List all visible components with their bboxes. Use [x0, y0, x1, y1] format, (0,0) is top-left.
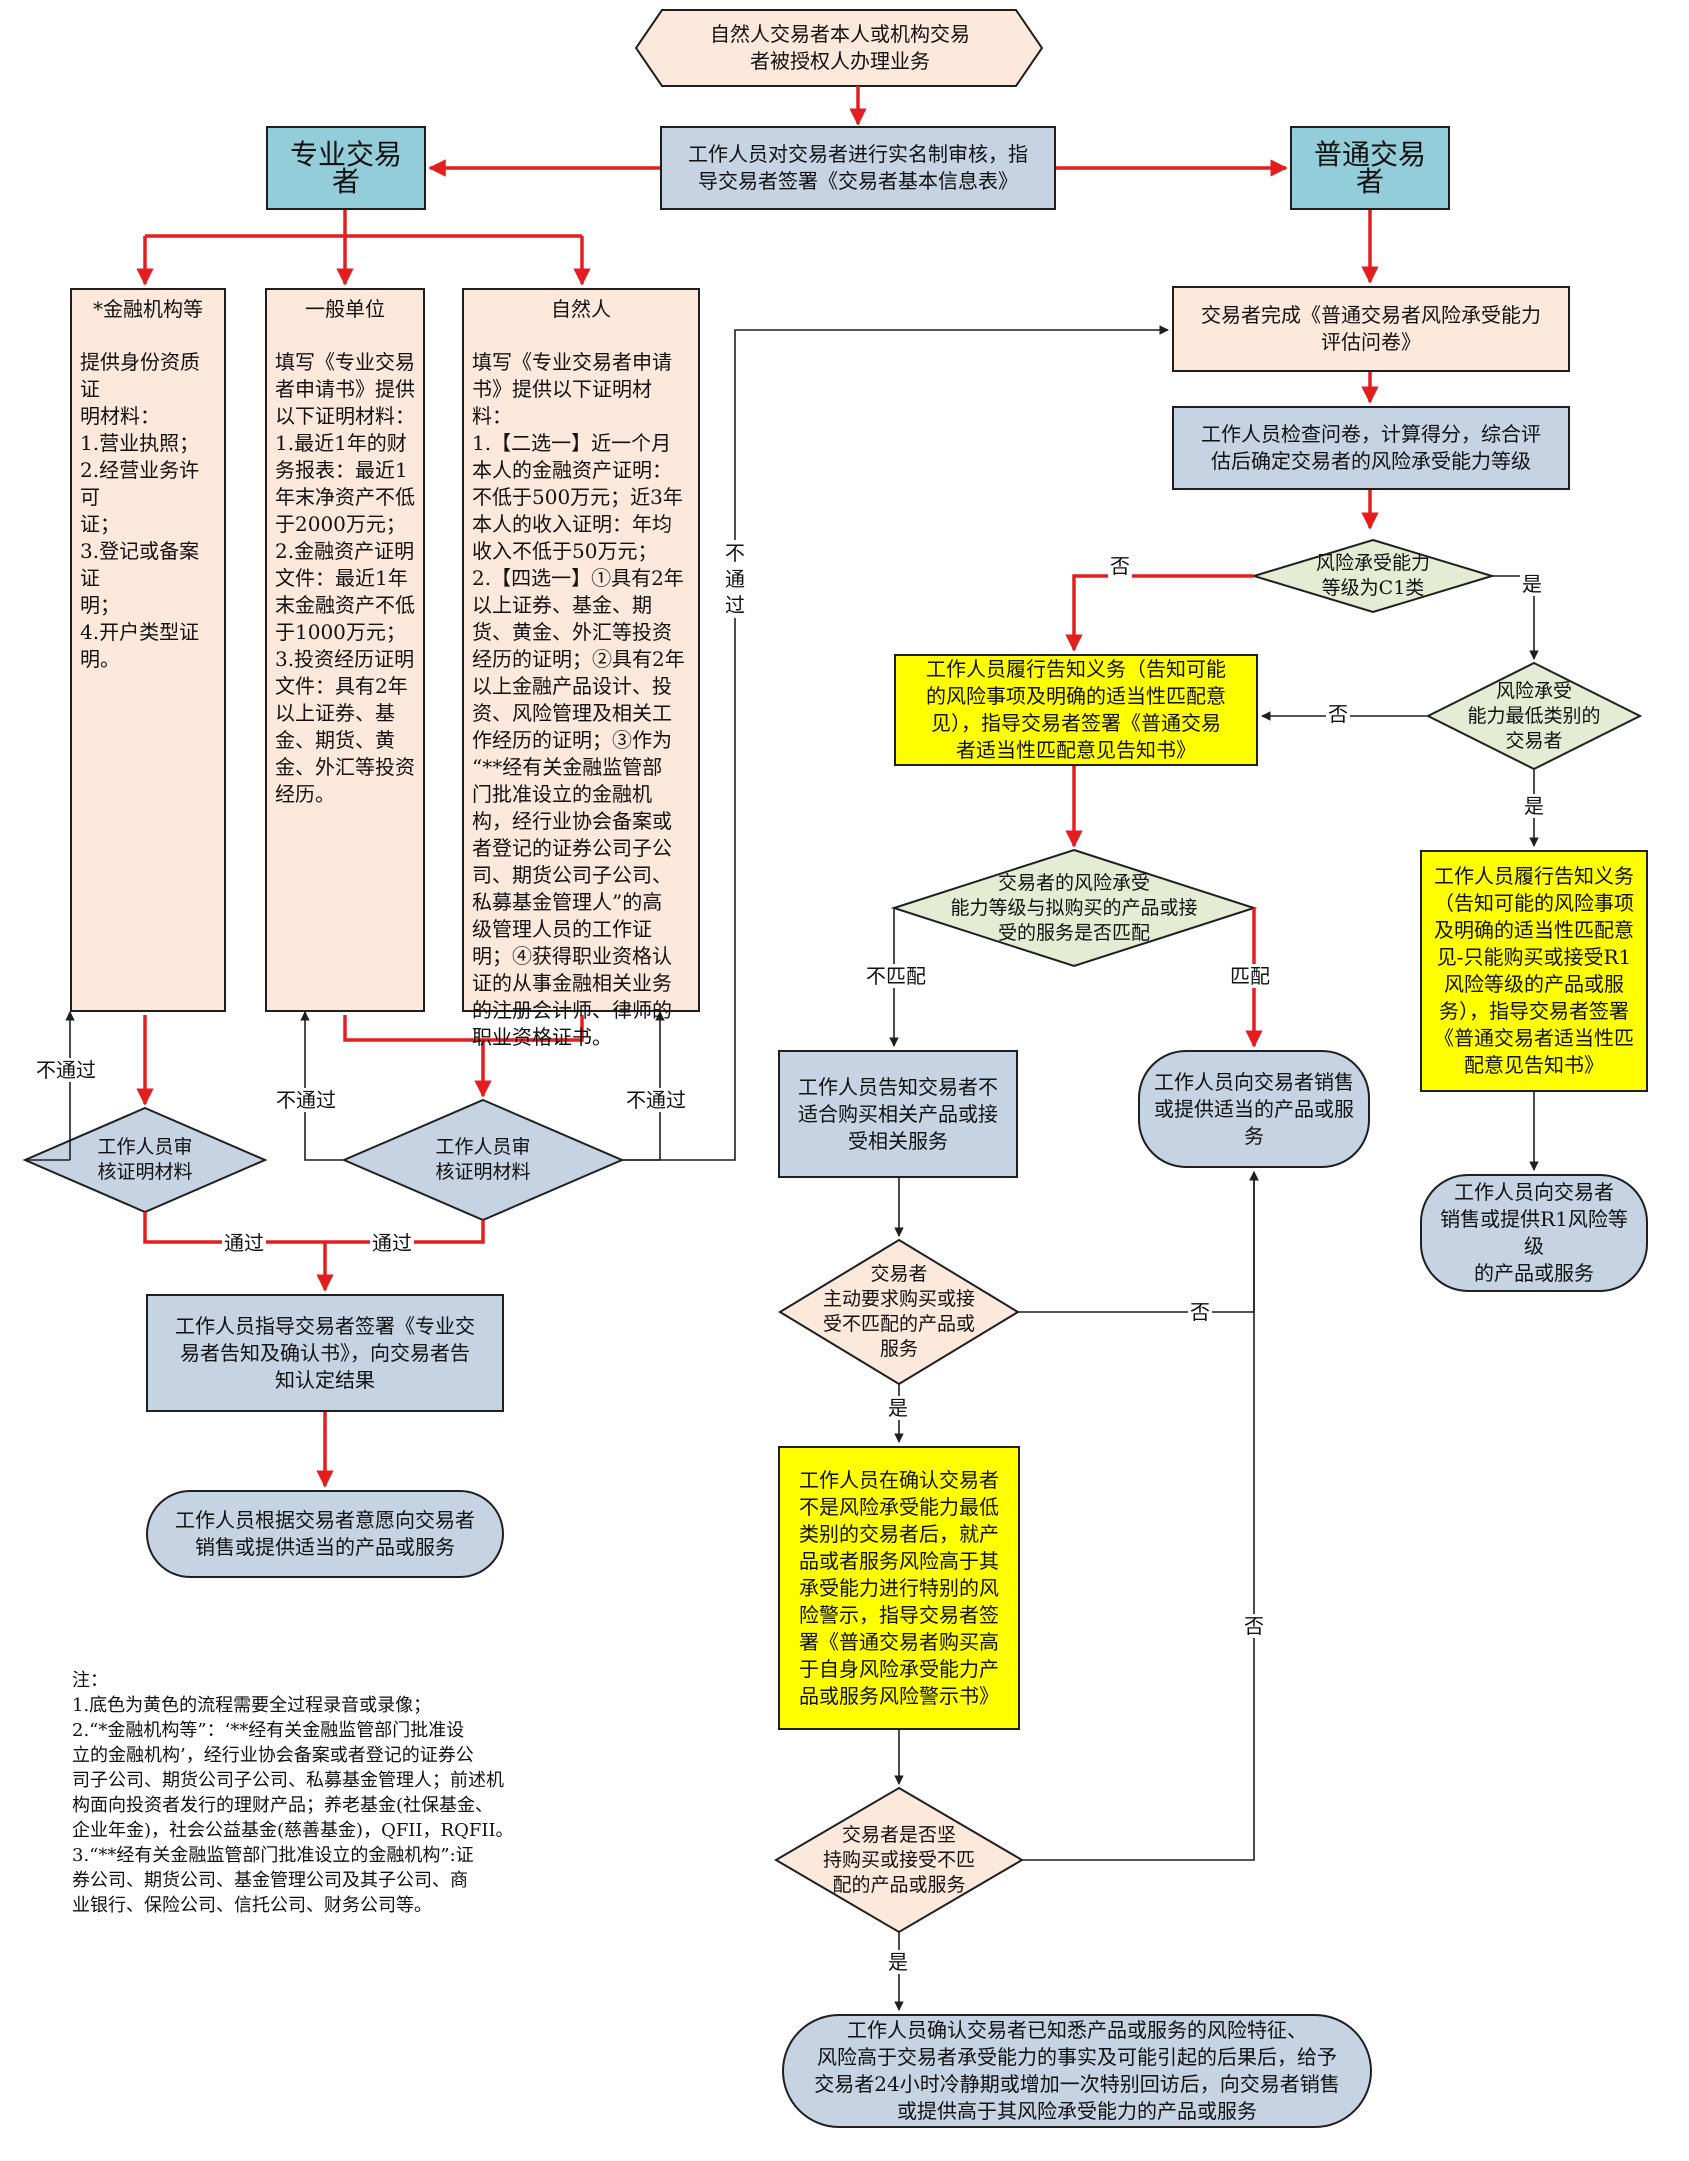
natural-person-title: 自然人: [551, 297, 611, 321]
professional-trader-node: 专业交易者: [266, 126, 426, 210]
c1-diamond: [1250, 538, 1496, 614]
label-fail-right: 不通过: [624, 1088, 688, 1112]
label-fail-vertical: 不通过: [723, 540, 747, 618]
match-diamond: [890, 848, 1258, 968]
suitable-end-node: 工作人员向交易者销售 或提供适当的产品或服 务: [1138, 1050, 1370, 1168]
label-yes-c1: 是: [1520, 572, 1544, 596]
final-end-node: 工作人员确认交易者已知悉产品或服务的风险特征、 风险高于交易者承受能力的事实及可…: [782, 2014, 1372, 2128]
general-entity-body: 填写《专业交易 者申请书》提供 以下证明材料： 1.最近1年的财 务报表：最近1…: [275, 350, 415, 806]
questionnaire-node: 交易者完成《普通交易者风险承受能力 评估问卷》: [1172, 286, 1570, 372]
match-diamond-text: 交易者的风险承受 能力等级与拟购买的产品或接 受的服务是否匹配: [950, 871, 1198, 944]
professional-end-node: 工作人员根据交易者意愿向交易者 销售或提供适当的产品或服务: [146, 1490, 504, 1578]
start-node: 自然人交易者本人或机构交易 者被授权人办理业务: [710, 22, 970, 73]
general-entity-column: 一般单位 填写《专业交易 者申请书》提供 以下证明材料： 1.最近1年的财 务报…: [265, 288, 425, 1012]
label-yes-active: 是: [886, 1396, 910, 1420]
active-diamond-text: 交易者 主动要求购买或接 受不匹配的产品或 服务: [822, 1263, 975, 1360]
verify-node: 工作人员对交易者进行实名制审核，指 导交易者签署《交易者基本信息表》: [660, 126, 1056, 210]
not-suitable-node: 工作人员告知交易者不 适合购买相关产品或接 受相关服务: [778, 1050, 1018, 1178]
notify-match-node: 工作人员履行告知义务（告知可能 的风险事项及明确的适当性匹配意 见），指导交易者…: [894, 654, 1258, 766]
label-no-insist: 否: [1242, 1614, 1266, 1638]
confirm-book-node: 工作人员指导交易者签署《专业交 易者告知及确认书》，向交易者告 知认定结果: [146, 1294, 504, 1412]
r1-end-node: 工作人员向交易者 销售或提供R1风险等级 的产品或服务: [1420, 1174, 1648, 1292]
natural-person-body: 填写《专业交易者申请 书》提供以下证明材料： 1.【二选一】近一个月 本人的金融…: [472, 350, 685, 1049]
grade-node: 工作人员检查问卷，计算得分，综合评 估后确定交易者的风险承受能力等级: [1172, 406, 1570, 490]
general-entity-title: 一般单位: [305, 297, 385, 321]
label-match: 匹配: [1228, 964, 1272, 988]
c1-diamond-text: 风险承受能力 等级为C1类: [1315, 552, 1430, 599]
footnotes: 注： 1.底色为黄色的流程需要全过程录音或录像； 2.“*金融机构等”：‘**经…: [72, 1670, 514, 1916]
warn-node: 工作人员在确认交易者 不是风险承受能力最低 类别的交易者后，就产 品或者服务风险…: [778, 1446, 1020, 1730]
label-yes-lowest: 是: [1522, 794, 1546, 818]
label-yes-insist: 是: [886, 1950, 910, 1974]
start-hexagon: [634, 9, 1044, 87]
label-fail-mid: 不通过: [274, 1088, 338, 1112]
label-mismatch: 不匹配: [864, 964, 928, 988]
fin-institution-body: 提供身份资质证 明材料： 1.营业执照； 2.经营业务许可 证； 3.登记或备案…: [80, 350, 200, 671]
review1-text: 工作人员审 核证明材料: [97, 1136, 193, 1183]
notify-r1-node: 工作人员履行告知义务 （告知可能的风险事项 及明确的适当性匹配意 见-只能购买或…: [1420, 850, 1648, 1092]
label-no-lowest: 否: [1326, 702, 1350, 726]
label-pass-right: 通过: [370, 1231, 414, 1255]
label-no-active: 否: [1188, 1300, 1212, 1324]
fin-institution-column: *金融机构等 提供身份资质证 明材料： 1.营业执照； 2.经营业务许可 证； …: [70, 288, 226, 1012]
label-pass-left: 通过: [222, 1231, 266, 1255]
review2-text: 工作人员审 核证明材料: [435, 1136, 531, 1183]
insist-diamond-text: 交易者是否坚 持购买或接受不匹 配的产品或服务: [822, 1823, 975, 1896]
natural-person-column: 自然人 填写《专业交易者申请 书》提供以下证明材料： 1.【二选一】近一个月 本…: [462, 288, 700, 1049]
label-no-c1: 否: [1108, 554, 1132, 578]
lowest-diamond-text: 风险承受 能力最低类别的 交易者: [1467, 679, 1601, 752]
label-fail-left: 不通过: [34, 1058, 98, 1082]
ordinary-trader-node: 普通交易者: [1290, 126, 1450, 210]
fin-institution-title: *金融机构等: [93, 297, 203, 321]
